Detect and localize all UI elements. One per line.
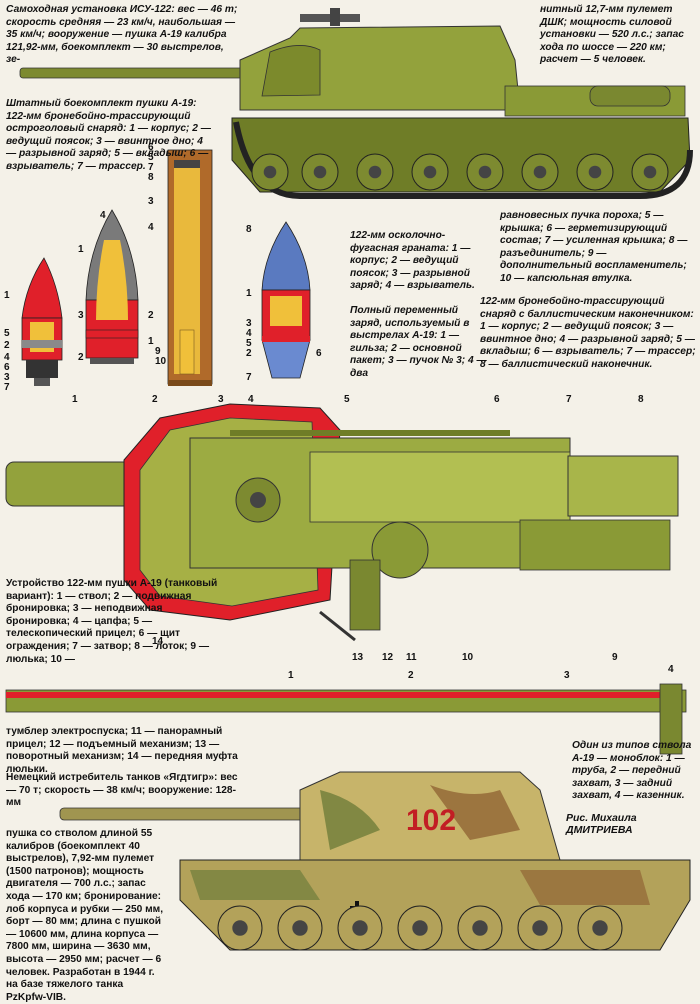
barrel-text: Один из типов ствола А-19 — моноблок: 1 … (572, 740, 692, 802)
wheel-hub (368, 165, 382, 179)
isu-spec-text-right: нитный 12,7-мм пулемет ДШК; мощность сил… (540, 4, 684, 66)
wheel-hub (472, 920, 488, 936)
shell-callout-apb: 7 (246, 372, 252, 383)
shell-callout-apb: 3 (246, 318, 252, 329)
shell-callout-he: 3 (78, 310, 84, 321)
jagdtiger-text-bottom: пушка со стволом длиной 55 калибров (бое… (6, 828, 164, 1003)
shell-callout-charge: 4 (148, 222, 154, 233)
he-shell-illustration (85, 209, 139, 364)
shell-callout-apb: 8 (246, 224, 252, 235)
gun-label-1: 1 (72, 394, 78, 405)
gun-label-9: 9 (612, 652, 618, 663)
ap-shell-illustration (21, 257, 63, 386)
barrel-label-1: 1 (288, 670, 294, 681)
wheel-hub (313, 165, 327, 179)
traverse-mechanism (349, 559, 381, 631)
breech-block (567, 455, 679, 517)
gun-structure-text: Устройство 122-мм пушки А-19 (танковый в… (6, 578, 218, 665)
gun-label-13: 13 (352, 652, 364, 663)
shell-callout-apb: 6 (316, 348, 322, 359)
gun-label-10: 10 (462, 652, 474, 663)
loading-tray (519, 519, 671, 571)
wheel-hub (533, 165, 547, 179)
gun-label-7: 7 (566, 394, 572, 405)
wheel-hub (352, 920, 368, 936)
barrel-label-4: 4 (668, 664, 674, 675)
gun-label-12: 12 (382, 652, 394, 663)
gun-label-2: 2 (152, 394, 158, 405)
wheel-hub (643, 165, 657, 179)
isu-hull (231, 117, 691, 193)
jagdtiger-gun (59, 807, 321, 821)
shell-callout-he: 1 (78, 244, 84, 255)
gun-label-6: 6 (494, 394, 500, 405)
charge-text: Полный переменный заряд, используемый в … (350, 305, 487, 379)
wheel-hub (532, 920, 548, 936)
shell-callout-charge: 8 (148, 172, 154, 183)
wheel-hub (592, 920, 608, 936)
wheel-hub (292, 920, 308, 936)
isu-track (233, 121, 693, 199)
gun-label-3: 3 (218, 394, 224, 405)
gun-label-8: 8 (638, 394, 644, 405)
shell-callout-he: 4 (100, 210, 106, 221)
shell-callout-charge: 10 (155, 356, 167, 367)
shell-callout-charge: 7 (148, 162, 154, 173)
charge-text-cont: равновесных пучка пороха; 5 — крышка; 6 … (500, 210, 688, 284)
jagdtiger-illustration (59, 771, 691, 951)
gun-label-14: 14 (152, 636, 164, 647)
ap-ballistic-text: 122-мм бронебойно-трассирующий снаряд с … (480, 296, 696, 370)
telescopic-sight (230, 430, 510, 436)
shell-callout-charge: 9 (155, 346, 161, 357)
cartridge-case-illustration (167, 149, 213, 386)
shell-callout-charge: 5 (148, 152, 154, 163)
barrel-label-3: 3 (564, 670, 570, 681)
isu-122-illustration (19, 8, 693, 199)
isu-road-wheels (251, 153, 669, 191)
he-shell-text: 122-мм осколочно-фугасная граната: 1 — к… (350, 230, 475, 292)
a19-gun-cutaway (5, 403, 679, 642)
wheel-hub (588, 165, 602, 179)
barrel-label-2: 2 (408, 670, 414, 681)
isu-gun-barrel (19, 67, 271, 79)
isu-mantlet (261, 45, 321, 97)
shell-callout-ap: 4 (4, 352, 10, 363)
monoblock-barrel (5, 683, 687, 755)
illustration-credit: Рис. Михаила ДМИТРИЕВА (566, 812, 637, 836)
gun-label-4: 4 (248, 394, 254, 405)
shell-callout-charge: 1 (148, 336, 154, 347)
shell-callout-charge: 3 (148, 196, 154, 207)
jagdtiger-text-top: Немецкий истребитель танков «Ягдтигр»: в… (6, 772, 238, 809)
breech-ring (659, 683, 683, 755)
shell-callout-ap: 6 (4, 362, 10, 373)
wheel-hub (412, 920, 428, 936)
wheel-hub (478, 165, 492, 179)
ammo-intro-text: Штатный боекомплект пушки А-19: 122-мм б… (6, 98, 211, 172)
shell-callout-charge: 6 (148, 142, 154, 153)
shell-callout-he: 2 (78, 352, 84, 363)
shell-callout-apb: 2 (246, 348, 252, 359)
gun-structure-text-cont: тумблер электроспуска; 11 — панорамный п… (6, 726, 238, 775)
shell-callout-apb: 5 (246, 338, 252, 349)
shell-callout-ap: 3 (4, 372, 10, 383)
shell-callout-ap: 2 (4, 340, 10, 351)
jagdtiger-road-wheels (217, 905, 623, 951)
illustration-canvas (5, 8, 693, 951)
shell-callout-ap: 7 (4, 382, 10, 393)
shell-callout-charge: 2 (148, 310, 154, 321)
ap-ballistic-shell-illustration (261, 221, 311, 379)
shell-callout-apb: 1 (246, 288, 252, 299)
shell-callout-apb: 4 (246, 328, 252, 339)
turret-number: 102 (406, 804, 457, 837)
wheel-hub (423, 165, 437, 179)
isu-spec-text-left: Самоходная установка ИСУ-122: вес — 46 т… (6, 4, 238, 66)
wheel-hub (263, 165, 277, 179)
shell-callout-ap: 1 (4, 290, 10, 301)
gun-label-5: 5 (344, 394, 350, 405)
wheel-hub (232, 920, 248, 936)
elevating-mechanism (371, 521, 429, 579)
shell-callout-ap: 5 (4, 328, 10, 339)
gun-label-11: 11 (406, 652, 417, 663)
